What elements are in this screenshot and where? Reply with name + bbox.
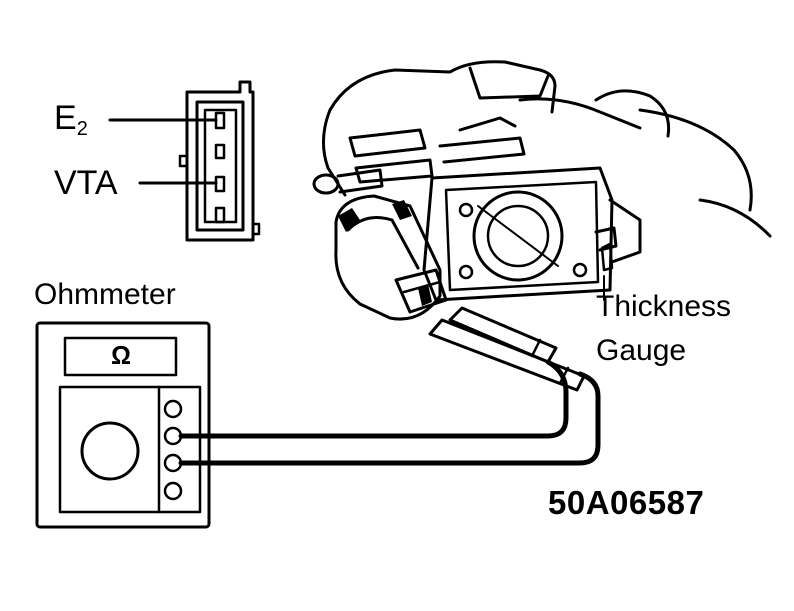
label-vta: VTA (54, 164, 118, 202)
label-ohmmeter: Ohmmeter (34, 278, 176, 311)
sensor-plug (394, 268, 448, 314)
thickness-gauge-blade (600, 242, 614, 272)
label-thickness: Thickness (596, 290, 732, 323)
sensor-connector (178, 80, 261, 242)
ohmmeter-dial (80, 421, 140, 481)
ohmmeter-display (63, 336, 178, 377)
ohm-symbol-icon: Ω (111, 340, 131, 370)
label-gauge: Gauge (596, 334, 687, 367)
jack-1 (163, 399, 183, 419)
test-leads (178, 359, 601, 466)
sensor-shading (338, 200, 432, 306)
terminal-vta (214, 175, 226, 193)
throttle-body (312, 60, 772, 321)
label-e2: E2 (54, 99, 88, 140)
jack-4 (163, 481, 183, 501)
test-probes (428, 306, 586, 392)
figure-code: 50A06587 (548, 484, 705, 521)
